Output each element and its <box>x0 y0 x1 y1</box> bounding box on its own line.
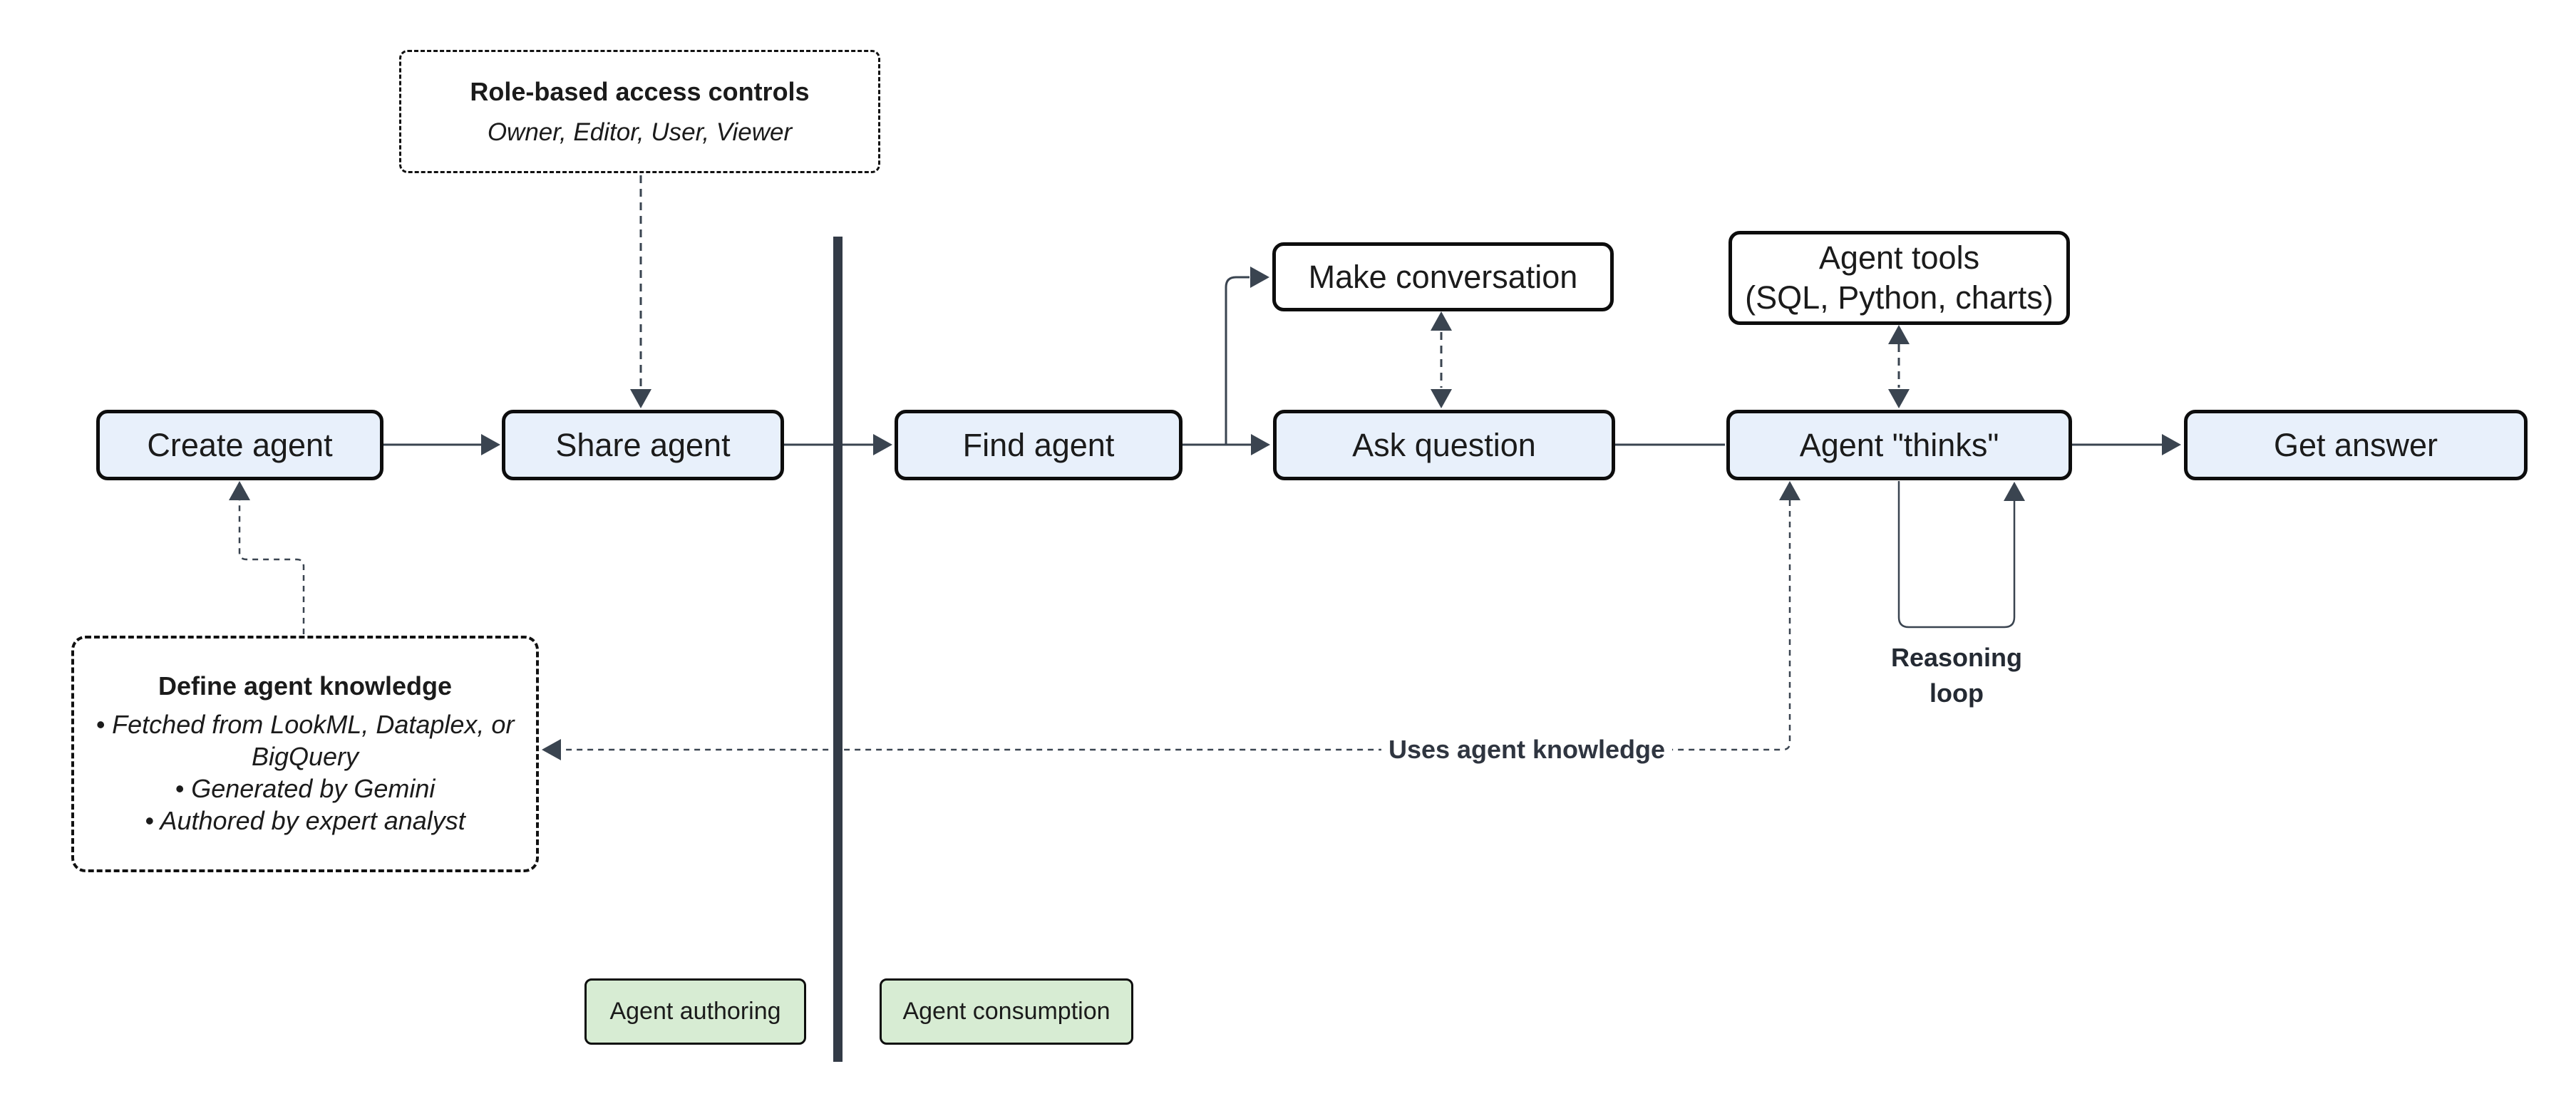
arrowhead-icon <box>229 481 250 500</box>
node-label: Agent "thinks" <box>1799 426 1999 463</box>
reasoning-loop-line1: Reasoning <box>1890 643 2023 672</box>
reasoning-loop-line2: loop <box>1930 678 1984 708</box>
arrowhead-icon <box>481 434 500 455</box>
node-label: Agent tools <box>1818 239 1980 276</box>
node-label: Ask question <box>1352 426 1536 463</box>
arrowhead-icon <box>1250 267 1269 288</box>
node-agent-thinks: Agent "thinks" <box>1726 410 2072 480</box>
arrowhead-icon <box>2162 434 2181 455</box>
knowledge-bullet: Authored by expert analyst <box>145 805 465 837</box>
uses-agent-knowledge-label: Uses agent knowledge <box>1381 735 1673 765</box>
knowledge-bullet: Generated by Gemini <box>175 772 435 805</box>
zone-label: Agent consumption <box>902 998 1111 1025</box>
arrowhead-icon <box>1431 311 1452 331</box>
edge-uses-knowledge <box>562 500 1791 751</box>
node-label: Find agent <box>962 426 1115 463</box>
note-subtitle: Owner, Editor, User, Viewer <box>487 118 793 146</box>
reasoning-loop-label: Reasoning loop <box>1891 640 2022 711</box>
node-agent-tools: Agent tools (SQL, Python, charts) <box>1729 231 2070 325</box>
note-define-agent-knowledge: Define agent knowledge Fetched from Look… <box>71 636 539 872</box>
note-title: Role-based access controls <box>470 76 810 106</box>
zone-label: Agent authoring <box>609 998 781 1025</box>
edge-reasoning-loop <box>1897 481 2016 629</box>
arrowhead-icon <box>1251 434 1270 455</box>
node-label: Share agent <box>555 426 731 463</box>
node-get-answer: Get answer <box>2184 410 2528 480</box>
arrowhead-icon <box>630 389 651 408</box>
arrowhead-icon <box>1888 325 1910 344</box>
arrowhead-icon <box>873 434 892 455</box>
node-find-agent: Find agent <box>895 410 1183 480</box>
node-create-agent: Create agent <box>96 410 383 480</box>
node-label: Make conversation <box>1308 258 1578 295</box>
node-label: (SQL, Python, charts) <box>1745 279 2054 316</box>
swimlane-divider <box>833 237 843 1062</box>
arrowhead-icon <box>1431 389 1452 408</box>
zone-agent-authoring: Agent authoring <box>584 978 806 1045</box>
edge-knowledge-to-create <box>238 500 305 634</box>
node-make-conversation: Make conversation <box>1272 242 1614 311</box>
node-label: Create agent <box>147 426 333 463</box>
node-label: Get answer <box>2273 426 2438 463</box>
knowledge-bullet: Fetched from LookML, Dataplex, or BigQue… <box>95 708 515 772</box>
node-share-agent: Share agent <box>502 410 784 480</box>
note-title: Define agent knowledge <box>158 671 453 701</box>
edge-find-to-make-conversation <box>1225 276 1250 445</box>
note-role-based-access: Role-based access controls Owner, Editor… <box>399 50 880 173</box>
zone-agent-consumption: Agent consumption <box>880 978 1133 1045</box>
arrowhead-icon <box>1779 481 1800 500</box>
node-ask-question: Ask question <box>1273 410 1615 480</box>
arrowhead-icon <box>542 739 561 760</box>
arrowhead-icon <box>2004 482 2025 501</box>
arrowhead-icon <box>1888 389 1910 408</box>
